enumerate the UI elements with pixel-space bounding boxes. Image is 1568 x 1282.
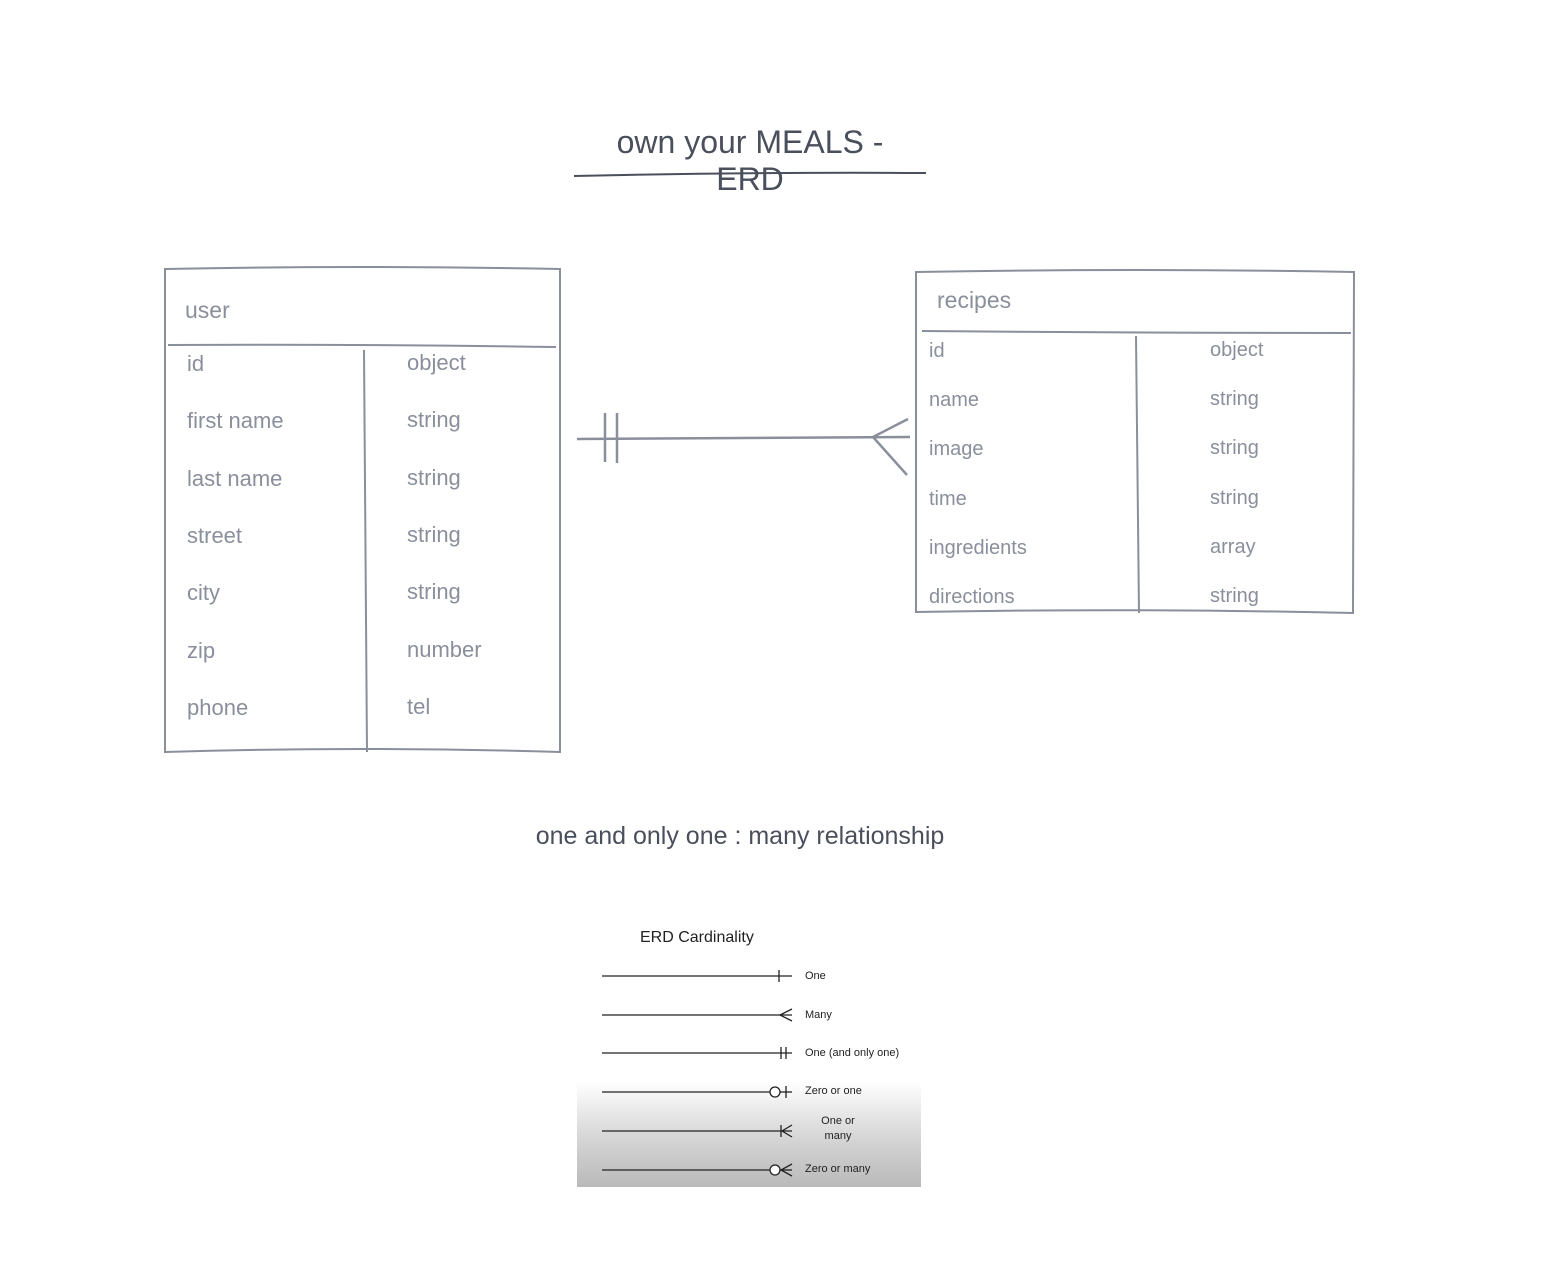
legend-zero-or-many-symbol xyxy=(602,1163,793,1177)
user-field-name: zip xyxy=(187,637,216,663)
recipes-field-name: directions xyxy=(929,586,1015,608)
recipes-field-type: string xyxy=(1210,437,1259,460)
user-field-type: string xyxy=(407,579,461,605)
cardinality-legend: ERD Cardinality xyxy=(577,922,921,1187)
legend-zero-or-one-symbol xyxy=(602,1086,792,1098)
legend-one-symbol xyxy=(602,970,792,982)
user-field-type: string xyxy=(407,464,461,490)
diagram-title: own your MEALS - ERD xyxy=(616,124,884,197)
relationship-line xyxy=(576,435,911,441)
recipes-entity-name: recipes xyxy=(937,287,1012,313)
recipes-field-type: array xyxy=(1210,535,1256,558)
recipes-field-type: string xyxy=(1210,585,1259,607)
many-crowfoot-marker xyxy=(870,417,909,476)
recipes-field-type: object xyxy=(1210,339,1264,361)
user-field-type: string xyxy=(407,521,461,547)
user-field-type: string xyxy=(407,407,461,433)
user-field-name: street xyxy=(187,522,243,548)
user-field-name: first name xyxy=(187,408,284,434)
recipes-field-name: ingredients xyxy=(929,536,1027,559)
legend-label-many: Many xyxy=(805,1009,832,1021)
legend-title: ERD Cardinality xyxy=(640,929,754,946)
recipes-field-type: string xyxy=(1210,388,1259,411)
user-field-type: number xyxy=(407,636,482,662)
legend-label-one-and-only-one: One (and only one) xyxy=(805,1047,900,1059)
legend-symbols xyxy=(602,970,793,1177)
recipes-field-name: id xyxy=(929,340,945,362)
recipes-field-name: name xyxy=(929,389,980,412)
user-field-type: tel xyxy=(407,693,431,719)
recipes-field-name: time xyxy=(929,487,967,510)
one-and-only-one-marker xyxy=(603,413,619,463)
legend-one-and-only-one-symbol xyxy=(602,1047,792,1059)
legend-label-zero-or-one: Zero or one xyxy=(805,1085,862,1097)
user-field-name: last name xyxy=(187,465,283,491)
user-field-name: id xyxy=(187,351,205,376)
legend-label-one-or-many: One or many xyxy=(821,1115,855,1142)
user-field-name: city xyxy=(187,580,220,606)
user-entity-name: user xyxy=(185,297,230,323)
recipes-field-name: image xyxy=(929,438,984,461)
user-field-type: object xyxy=(407,350,466,375)
legend-many-symbol xyxy=(602,1008,793,1022)
legend-label-zero-or-many: Zero or many xyxy=(805,1163,871,1175)
user-field-name: phone xyxy=(187,694,249,720)
legend-one-or-many-symbol xyxy=(602,1124,793,1138)
relationship-caption: one and only one : many relationship xyxy=(535,822,945,850)
legend-label-one: One xyxy=(805,970,826,982)
recipes-field-type: string xyxy=(1210,486,1259,509)
